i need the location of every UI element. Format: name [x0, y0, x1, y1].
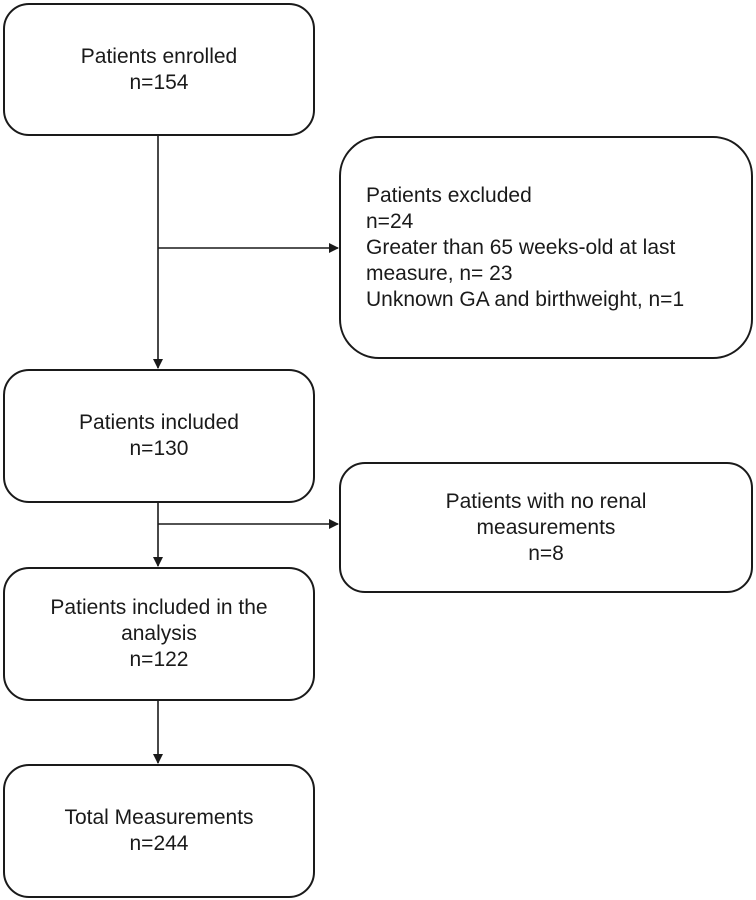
excluded-count: n=24	[366, 209, 414, 233]
box-patients-included: Patients included n=130	[3, 369, 315, 503]
excluded-label: Patients excluded	[366, 183, 532, 207]
included-count: n=130	[129, 437, 189, 460]
analysis-label-line2: analysis	[121, 622, 197, 645]
analysis-label-line1: Patients included in the	[50, 596, 268, 619]
no-renal-label-line1: Patients with no renal	[445, 489, 647, 513]
included-label: Patients included	[79, 411, 239, 434]
enrolled-label: Patients enrolled	[80, 44, 238, 68]
total-label: Total Measurements	[64, 806, 254, 829]
excluded-reason-age-line1: Greater than 65 weeks-old at last	[366, 235, 676, 259]
no-renal-label-line2: measurements	[476, 515, 616, 539]
total-count: n=244	[129, 832, 189, 855]
enrolled-count: n=154	[129, 70, 189, 94]
box-patients-excluded: Patients excluded n=24 Greater than 65 w…	[339, 136, 753, 359]
box-total-measurements: Total Measurements n=244	[3, 764, 315, 898]
excluded-reason-unknown: Unknown GA and birthweight, n=1	[366, 287, 685, 311]
analysis-count: n=122	[129, 648, 189, 671]
box-included-in-analysis: Patients included in the analysis n=122	[3, 567, 315, 701]
box-no-renal-measurements: Patients with no renal measurements n=8	[339, 462, 753, 593]
excluded-reason-age-line2: measure, n= 23	[366, 261, 513, 285]
box-patients-enrolled: Patients enrolled n=154	[3, 3, 315, 136]
no-renal-count: n=8	[528, 541, 564, 565]
